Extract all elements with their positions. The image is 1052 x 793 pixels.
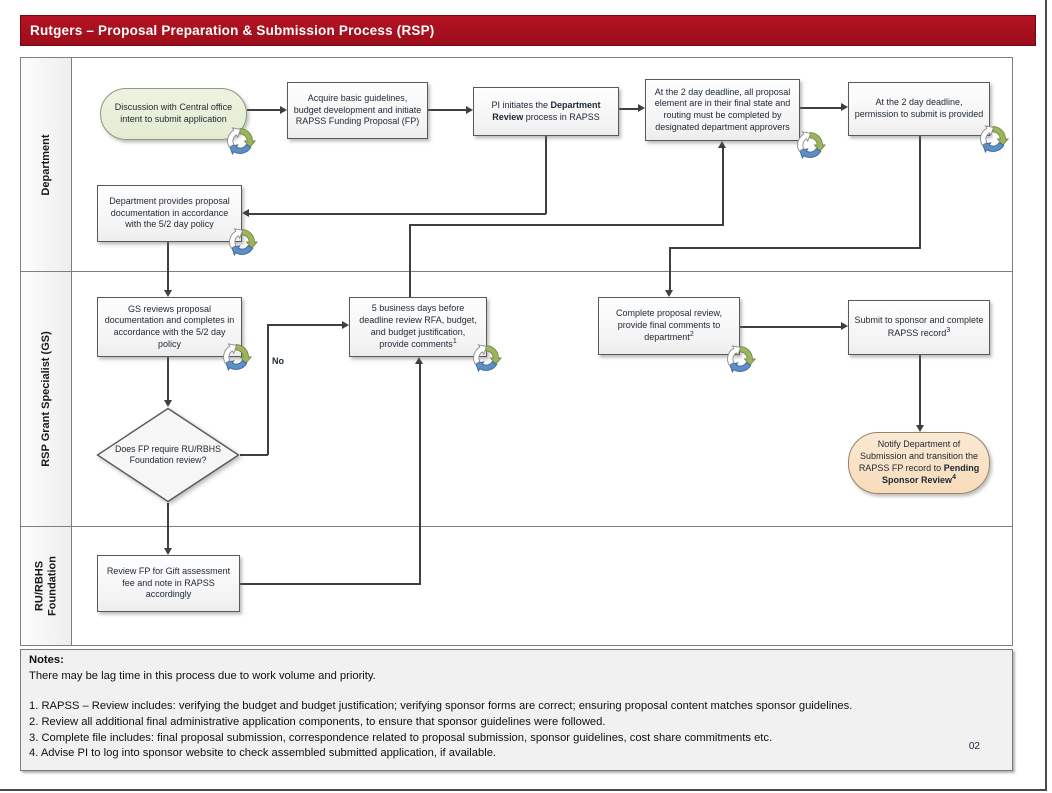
arrowhead-icon (665, 290, 673, 297)
connector-discussion-acquire (247, 109, 280, 111)
arrowhead-icon (342, 321, 349, 329)
node-five-business-days: 5 business days before deadline review R… (349, 297, 487, 357)
connector-pi-deadline (619, 108, 638, 110)
diamond-shape (96, 407, 240, 503)
connector-pi-deptprovides-h (249, 213, 546, 215)
notes-panel: Notes: There may be lag time in this pro… (20, 649, 1013, 771)
node-acquire-text: Acquire basic guidelines, budget develop… (293, 93, 422, 127)
connector-permission-complete-v2 (669, 247, 671, 291)
lane-gs-label-cell: RSP Grant Specialist (GS) (21, 272, 72, 526)
connector-reviewfp-fivedays-v (419, 363, 421, 584)
diagram-title-bar: Rutgers – Proposal Preparation & Submiss… (20, 15, 1036, 46)
arrowhead-icon (242, 209, 249, 217)
connector-fivedays-deadline-v2 (722, 147, 724, 225)
loop-iteration-icon (220, 341, 252, 373)
loop-iteration-icon (224, 125, 256, 157)
notes-intro: There may be lag time in this process du… (29, 669, 376, 682)
note-item-2: 2. Review all additional final administr… (29, 716, 606, 729)
node-notify-text: Notify Department of Submission and tran… (858, 439, 980, 486)
node-pi-text: PI initiates the Department Review proce… (491, 99, 601, 122)
lane-department-label: Department (40, 133, 52, 196)
arrowhead-icon (164, 400, 172, 407)
connector-decision-no-v (267, 325, 269, 455)
lane-gs-label: RSP Grant Specialist (GS) (40, 331, 52, 467)
connector-complete-submit (740, 326, 841, 328)
node-deadline-permission-text: At the 2 day deadline, permission to sub… (854, 97, 984, 119)
node-deadline-permission: At the 2 day deadline, permission to sub… (848, 82, 990, 136)
note-item-1: 1. RAPSS – Review includes: verifying th… (29, 700, 853, 713)
lane-foundation-label: RU/RBHS Foundation (33, 556, 58, 616)
connector-deptprovides-gsreviews (167, 242, 169, 291)
arrowhead-icon (638, 104, 645, 112)
connector-acquire-pi (428, 109, 466, 111)
loop-iteration-icon (724, 343, 756, 375)
note-item-4: 4. Advise PI to log into sponsor website… (29, 747, 497, 760)
diagram-title: Rutgers – Proposal Preparation & Submiss… (30, 23, 435, 38)
node-complete-review: Complete proposal review, provide final … (598, 297, 740, 355)
node-submit-sponsor: Submit to sponsor and complete RAPSS rec… (848, 300, 990, 355)
lane-ru-rbhs-foundation: RU/RBHS Foundation (20, 526, 1013, 646)
node-gs-reviews-text: GS reviews proposal documentation and co… (104, 303, 235, 349)
arrowhead-icon (280, 106, 287, 114)
page-number: 02 (968, 741, 980, 752)
arrowhead-icon (916, 425, 924, 432)
loop-iteration-icon (226, 226, 258, 258)
page-edge-line-bottom (0, 789, 1047, 791)
node-fp-decision-text: Does FP require RU/RBHS Foundation revie… (115, 443, 221, 465)
arrowhead-icon (466, 106, 473, 114)
node-review-fp-gift: Review FP for Gift assessment fee and no… (97, 555, 240, 612)
arrowhead-icon (164, 548, 172, 555)
node-complete-review-text: Complete proposal review, provide final … (615, 308, 723, 343)
lane-department-label-cell: Department (21, 58, 72, 271)
connector-pi-deptprovides-v (545, 136, 547, 214)
node-discussion-start: Discussion with Central office intent to… (100, 88, 247, 140)
node-notify-department-end: Notify Department of Submission and tran… (848, 432, 990, 494)
node-fp-decision: Does FP require RU/RBHS Foundation revie… (96, 407, 240, 503)
connector-decision-no-h1 (240, 454, 268, 456)
connector-permission-complete-v1 (919, 136, 921, 249)
node-deadline-elements-text: At the 2 day deadline, all proposal elem… (654, 86, 791, 132)
connector-gsreviews-decision (167, 357, 169, 401)
node-review-fp-text: Review FP for Gift assessment fee and no… (106, 566, 231, 600)
node-discussion-text: Discussion with Central office intent to… (114, 102, 233, 124)
arrowhead-icon (841, 322, 848, 330)
connector-reviewfp-fivedays-h (240, 583, 421, 585)
node-dept-provides-text: Department provides proposal documentati… (109, 196, 230, 230)
connector-fivedays-deadline-v1 (409, 225, 411, 297)
node-pi-initiates: PI initiates the Department Review proce… (473, 87, 619, 136)
page-edge-line-right (1045, 0, 1047, 791)
node-gs-reviews: GS reviews proposal documentation and co… (97, 297, 242, 357)
arrowhead-icon (841, 103, 848, 111)
node-deadline-elements: At the 2 day deadline, all proposal elem… (645, 79, 800, 141)
loop-iteration-icon (977, 123, 1009, 155)
connector-decision-no-h2 (267, 324, 342, 326)
connector-fivedays-deadline-h (409, 224, 724, 226)
node-acquire-guidelines: Acquire basic guidelines, budget develop… (287, 82, 428, 139)
node-five-days-text: 5 business days before deadline review R… (359, 303, 477, 350)
note-item-3: 3. Complete file includes: final proposa… (29, 731, 773, 744)
arrowhead-icon (718, 141, 726, 148)
node-submit-sponsor-text: Submit to sponsor and complete RAPSS rec… (854, 315, 984, 338)
loop-iteration-icon (470, 342, 502, 374)
node-dept-provides: Department provides proposal documentati… (97, 185, 242, 242)
lane-foundation-label-cell: RU/RBHS Foundation (21, 527, 72, 645)
loop-iteration-icon (794, 129, 826, 161)
connector-deadline-permission (800, 107, 841, 109)
notes-heading: Notes: (29, 654, 64, 666)
connector-permission-complete-h (669, 247, 920, 249)
connector-label-no: No (272, 356, 284, 366)
arrowhead-icon (415, 357, 423, 364)
connector-submit-notify (919, 355, 921, 426)
arrowhead-icon (164, 290, 172, 297)
connector-decision-reviewfp (167, 503, 169, 549)
